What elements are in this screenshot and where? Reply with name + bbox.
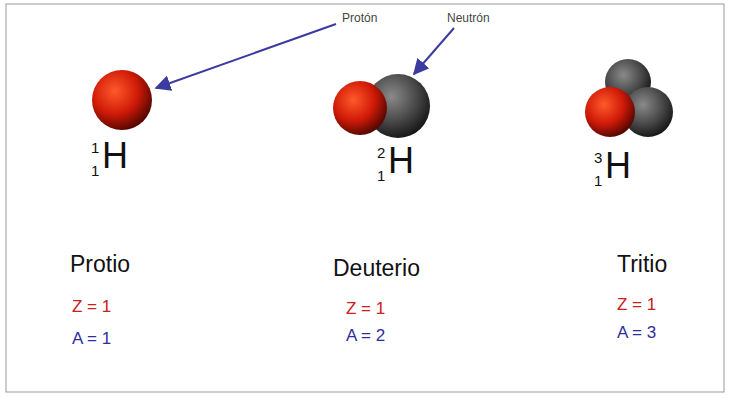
mass-number-label: A = 2 xyxy=(346,327,385,346)
frame xyxy=(6,4,724,392)
isotope-name: Protio xyxy=(70,252,130,277)
mass-number: 3 xyxy=(594,150,602,167)
mass-number: 2 xyxy=(377,145,385,162)
mass-number-label: A = 3 xyxy=(617,324,656,343)
leader-arrow xyxy=(414,28,454,74)
proton-sphere xyxy=(333,81,387,135)
callout-label: Neutrón xyxy=(447,12,490,25)
leader-arrow xyxy=(156,24,336,88)
element-symbol: H xyxy=(102,136,128,176)
element-symbol: H xyxy=(388,141,414,181)
atomic-number: 1 xyxy=(594,173,602,190)
proton-sphere xyxy=(92,70,152,130)
mass-number: 1 xyxy=(91,140,99,157)
element-symbol: H xyxy=(605,146,631,186)
atomic-number: 1 xyxy=(377,168,385,185)
mass-number-label: A = 1 xyxy=(72,330,111,349)
atomic-number-label: Z = 1 xyxy=(617,296,656,315)
isotope-name: Deuterio xyxy=(333,256,420,281)
proton-sphere xyxy=(585,87,635,137)
atomic-number-label: Z = 1 xyxy=(346,300,385,319)
atomic-number: 1 xyxy=(91,163,99,180)
atomic-number-label: Z = 1 xyxy=(72,298,111,317)
callout-label: Protón xyxy=(342,12,377,25)
isotope-name: Tritio xyxy=(617,252,667,277)
